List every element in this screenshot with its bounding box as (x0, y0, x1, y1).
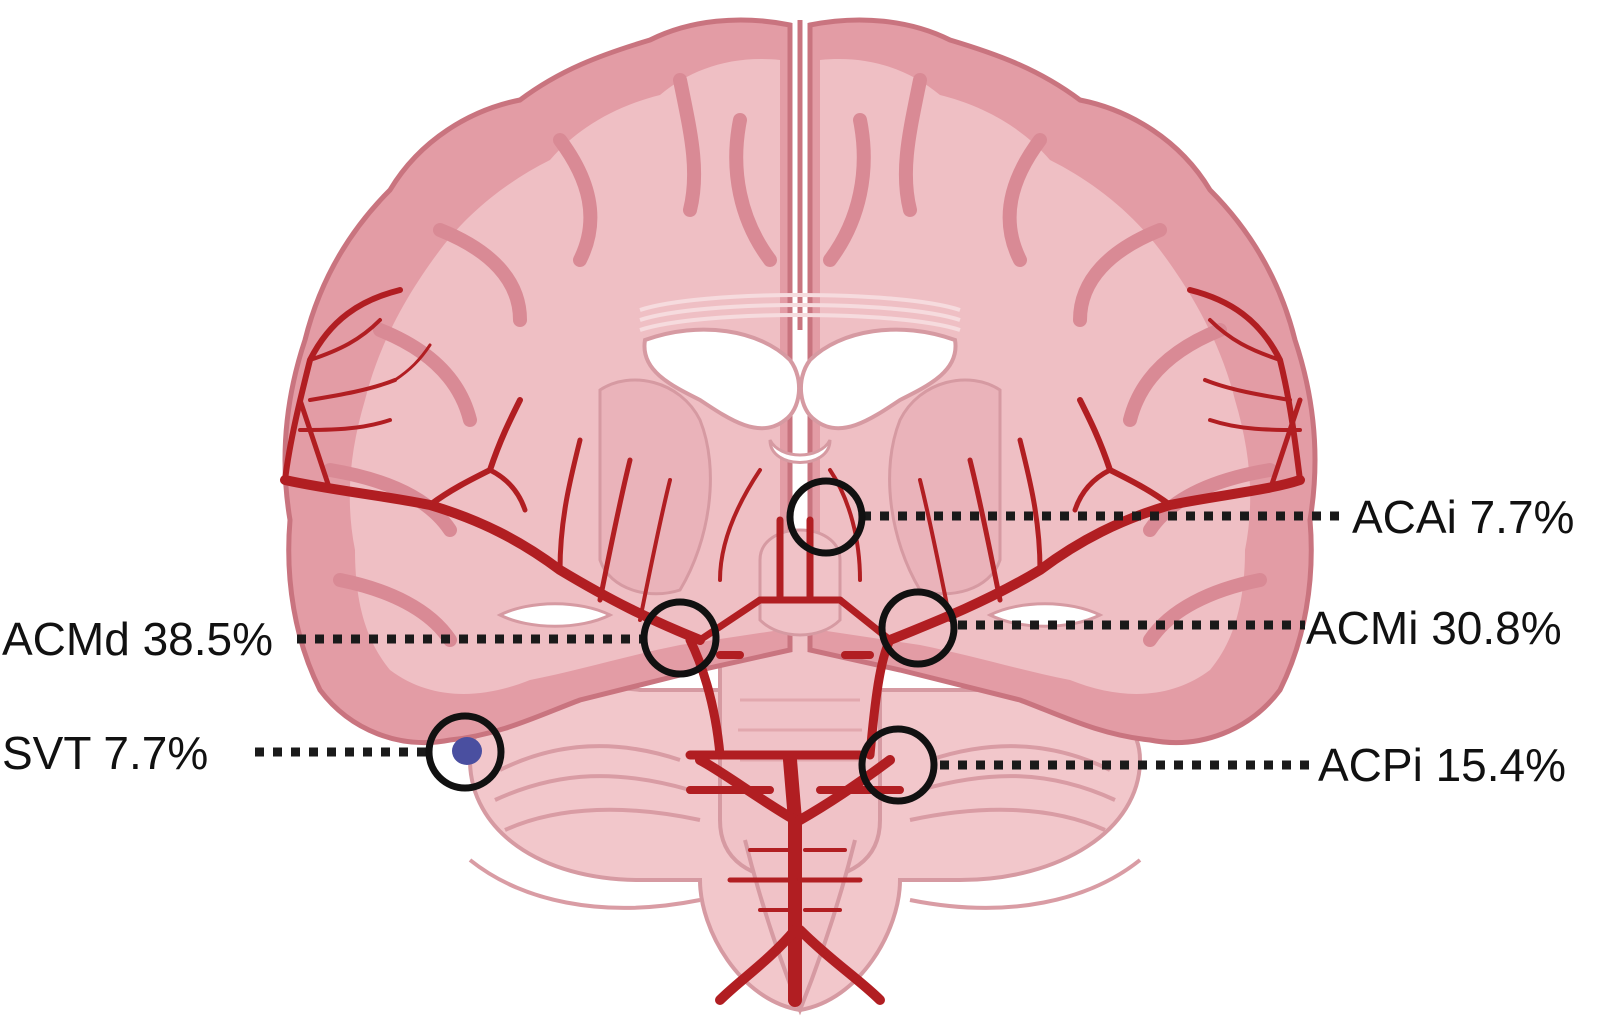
lateral-ventricles (496, 327, 1104, 628)
label-svt: SVT 7.7% (2, 727, 208, 779)
marker-ring-svt (425, 712, 505, 792)
marker-ring-acmi (878, 588, 958, 668)
marker-ring-acmd (640, 598, 720, 678)
leader-lines (255, 511, 1345, 770)
label-acmi: ACMi 30.8% (1306, 602, 1562, 654)
marker-ring-acai (786, 477, 866, 557)
marker-ring-acpi (858, 725, 938, 805)
venous-thrombus (452, 737, 482, 765)
label-acai: ACAi 7.7% (1352, 491, 1574, 543)
label-acmd: ACMd 38.5% (2, 613, 273, 665)
arterial-tree (280, 287, 1305, 1007)
label-acpi: ACPi 15.4% (1318, 739, 1566, 791)
corpus-callosum (639, 293, 961, 332)
location-markers (425, 477, 958, 805)
